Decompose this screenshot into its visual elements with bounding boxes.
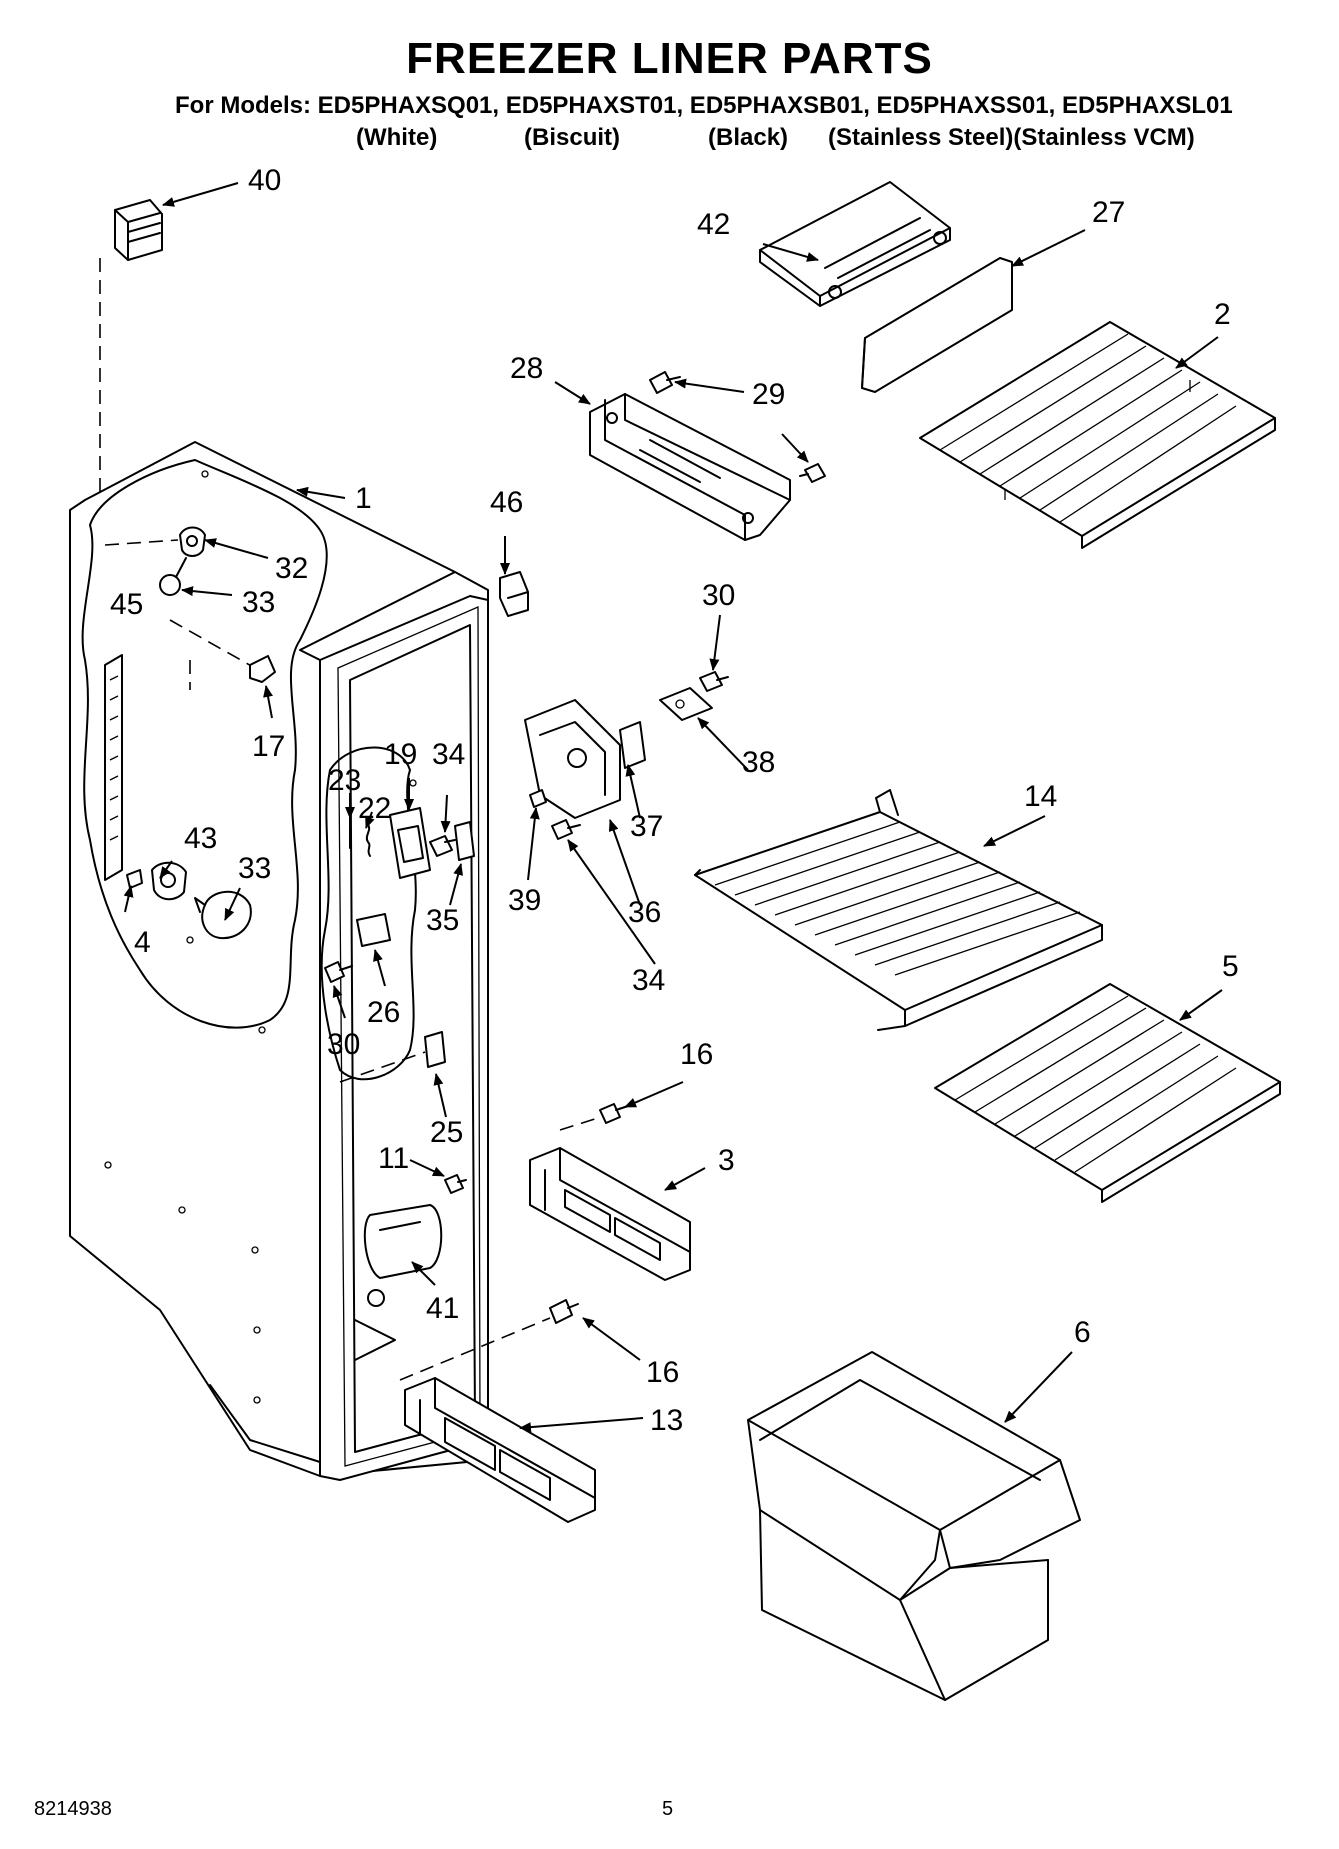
- callout-36: 36: [628, 896, 661, 929]
- alignment-line-16b: [399, 1317, 551, 1381]
- part-2-wire-shelf: [919, 321, 1276, 549]
- callout-27: 27: [1092, 196, 1125, 229]
- part-29-screw-a: [649, 371, 681, 394]
- callout-2: 2: [1214, 298, 1231, 331]
- color-label-white: (White): [356, 124, 438, 151]
- callout-30-upper: 30: [702, 579, 735, 612]
- alignment-line-32: [104, 539, 179, 546]
- part-25-switch: [424, 1031, 446, 1068]
- part-16-screw-lower: [549, 1299, 579, 1324]
- callout-40: 40: [248, 164, 281, 197]
- callout-45: 45: [110, 588, 143, 621]
- part-14-shelf: [694, 789, 1103, 1031]
- part-4-pin: [126, 869, 143, 889]
- callout-30-lower: 30: [327, 1028, 360, 1061]
- callout-13: 13: [650, 1404, 683, 1437]
- callout-19: 19: [384, 738, 417, 771]
- part-26-board: [356, 913, 391, 947]
- callout-17: 17: [252, 730, 285, 763]
- part-6-bin: [747, 1351, 1081, 1701]
- part-45-rail: [104, 654, 123, 881]
- page-title: FREEZER LINER PARTS: [406, 34, 933, 83]
- callout-43: 43: [184, 822, 217, 855]
- callout-34-lower: 34: [632, 964, 665, 997]
- part-46-clip: [499, 571, 529, 617]
- callout-33-upper: 33: [242, 586, 275, 619]
- alignment-line-16: [559, 1117, 599, 1131]
- callout-23: 23: [328, 764, 361, 797]
- page-number: 5: [662, 1798, 674, 1820]
- part-22-spring: [365, 824, 371, 857]
- callout-33-lower: 33: [238, 852, 271, 885]
- part-13-rail: [404, 1377, 596, 1523]
- part-17-clip: [249, 655, 276, 683]
- callout-39: 39: [508, 884, 541, 917]
- callout-34-upper: 34: [432, 738, 465, 771]
- callout-26: 26: [367, 996, 400, 1029]
- part-3-rail: [529, 1147, 691, 1281]
- part-35-cover: [454, 821, 475, 861]
- part-33-bulb-upper: [159, 557, 187, 596]
- document-number: 8214938: [34, 1798, 112, 1820]
- part-38-board: [659, 687, 713, 721]
- callout-1: 1: [355, 482, 372, 515]
- callout-6: 6: [1074, 1316, 1091, 1349]
- color-label-black: (Black): [708, 124, 789, 151]
- callout-22: 22: [358, 792, 391, 825]
- part-11-screw: [444, 1174, 467, 1194]
- part-32-socket: [179, 526, 206, 557]
- part-34-screw-lower: [551, 819, 581, 840]
- part-29-screw-b: [799, 463, 826, 483]
- callout-4: 4: [134, 926, 151, 959]
- callout-46: 46: [490, 486, 523, 519]
- part-40-cover: [114, 199, 163, 261]
- callout-38: 38: [742, 746, 775, 779]
- part-43-socket: [151, 861, 187, 901]
- part-34-screw-upper: [429, 835, 456, 857]
- alignment-line-17: [169, 619, 256, 669]
- part-30-screw-lower: [324, 961, 353, 983]
- callout-29: 29: [752, 378, 785, 411]
- callout-16-upper: 16: [680, 1038, 713, 1071]
- callout-5: 5: [1222, 950, 1239, 983]
- models-line: For Models: ED5PHAXSQ01, ED5PHAXST01, ED…: [175, 92, 1233, 119]
- callout-14: 14: [1024, 780, 1057, 813]
- callout-labels: 40 1 32 33 45 17 43 33 4 23 22 19 34 35 …: [110, 164, 1239, 1437]
- color-label-biscuit: (Biscuit): [524, 124, 620, 151]
- callout-3: 3: [718, 1144, 735, 1177]
- callout-42: 42: [697, 208, 730, 241]
- part-5-wire-shelf: [934, 983, 1281, 1203]
- part-27-panel: [861, 257, 1013, 393]
- callout-28: 28: [510, 352, 543, 385]
- part-16-screw-upper: [599, 1103, 629, 1124]
- part-41-housing: [363, 1204, 443, 1307]
- color-label-stainless: (Stainless Steel)(Stainless VCM): [828, 124, 1195, 151]
- callout-25: 25: [430, 1116, 463, 1149]
- leader-lines: [123, 182, 1223, 1433]
- callout-35: 35: [426, 904, 459, 937]
- part-42-hinge-rail: [759, 181, 951, 307]
- alignment-line-25: [339, 1051, 426, 1083]
- callout-11: 11: [378, 1142, 409, 1175]
- callout-41: 41: [426, 1292, 459, 1325]
- callout-37: 37: [630, 810, 663, 843]
- callout-32: 32: [275, 552, 308, 585]
- callout-16-lower: 16: [646, 1356, 679, 1389]
- part-30-screw-upper: [699, 671, 729, 692]
- part-39-knob: [529, 789, 547, 808]
- part-28-housing: [589, 393, 791, 541]
